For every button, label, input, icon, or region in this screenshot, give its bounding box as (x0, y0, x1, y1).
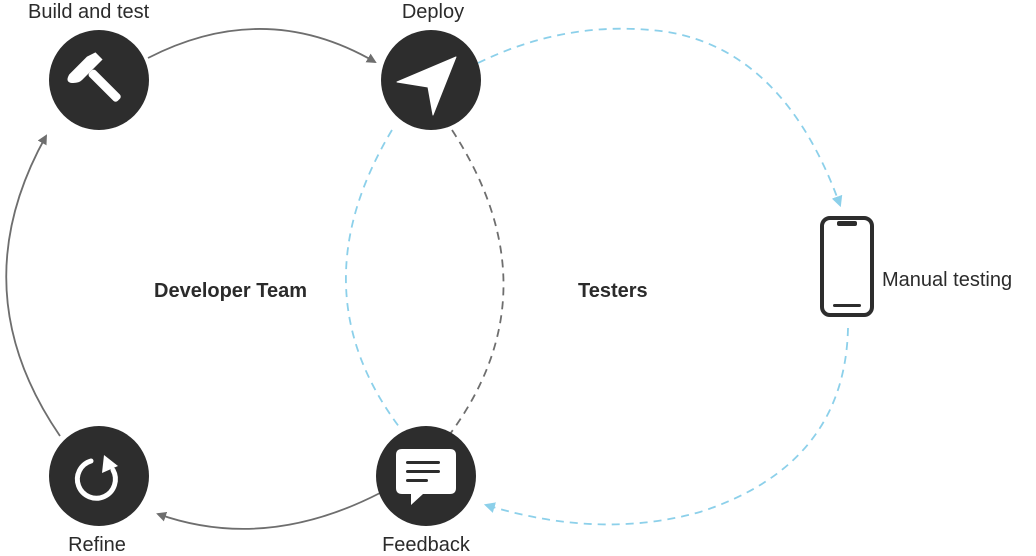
refresh-icon (74, 455, 118, 501)
refine-label: Refine (68, 534, 126, 556)
deploy-label: Deploy (401, 1, 465, 23)
hammer-icon (67, 52, 121, 102)
build-and-test-node (49, 30, 149, 130)
dashed-deploy-to-feedback (449, 129, 505, 435)
phone-icon (820, 216, 874, 317)
feedback-node (376, 426, 476, 526)
speech-bubble-icon (396, 449, 456, 505)
deploy-node (381, 30, 481, 130)
developer-team-label: Developer Team (154, 280, 308, 302)
dashed-deploy-to-manual-testing (477, 27, 843, 208)
build-and-test-label: Build and test (28, 1, 150, 23)
manual-testing-label: Manual testing (882, 269, 1013, 291)
arrow-refine-to-build (5, 134, 61, 437)
arrow-feedback-to-refine (156, 492, 381, 530)
refine-node (49, 426, 149, 526)
dashed-manual-testing-to-feedback (483, 327, 849, 526)
testers-label: Testers (578, 280, 648, 302)
feedback-label: Feedback (382, 534, 470, 556)
paper-plane-icon (396, 56, 457, 116)
arrow-build-to-deploy (147, 28, 377, 64)
dashed-blue-deploy-to-feedback (345, 129, 401, 429)
